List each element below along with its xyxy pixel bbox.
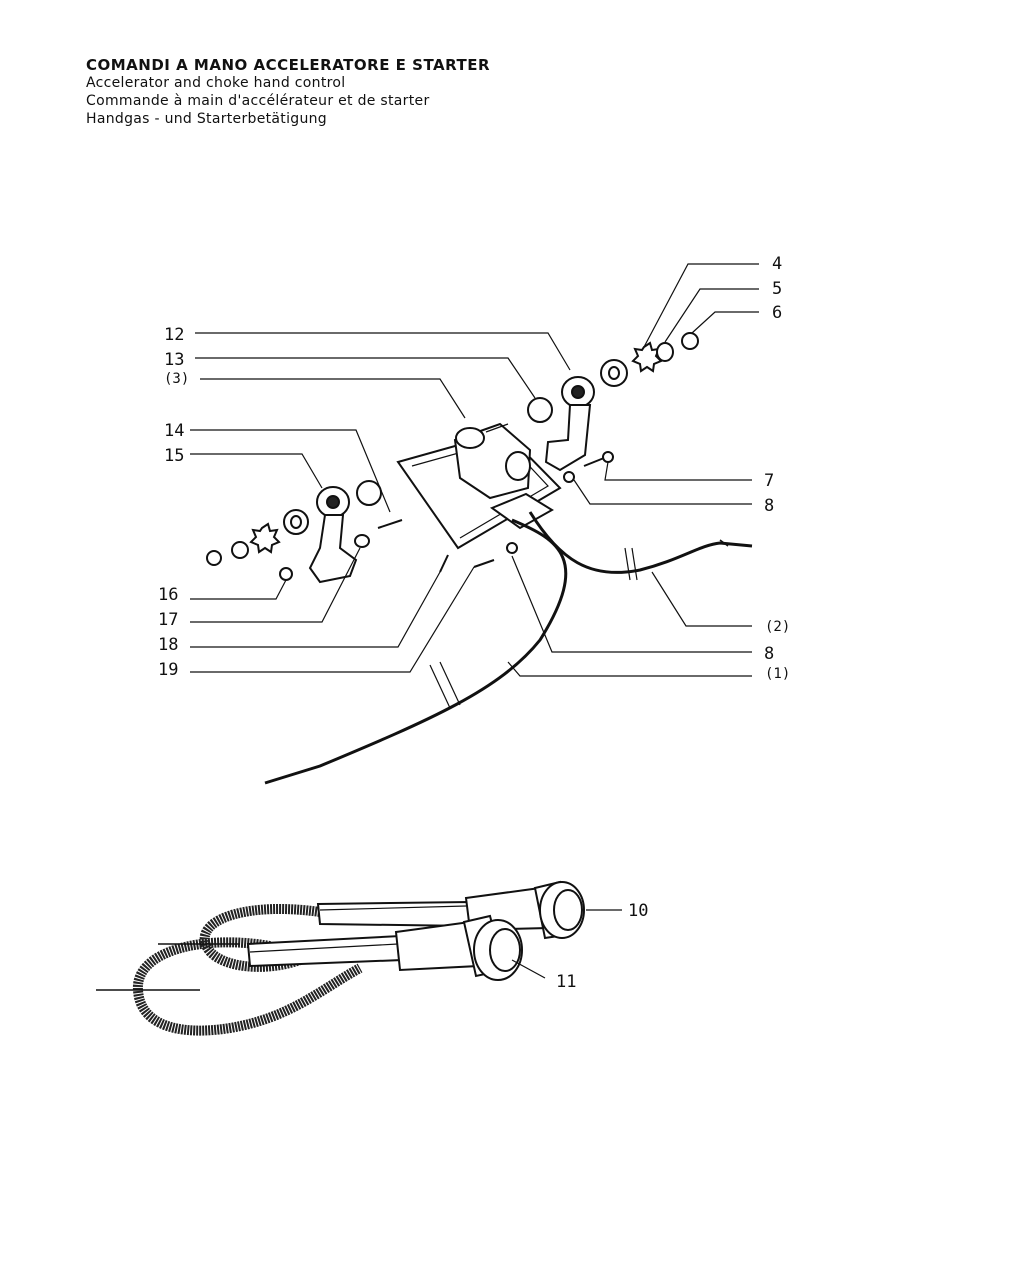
upper-leader-lines bbox=[190, 263, 759, 677]
bracket-boss bbox=[455, 427, 485, 449]
cable-clamp bbox=[489, 492, 554, 530]
callout-3: (3) bbox=[164, 371, 189, 387]
screw-7 bbox=[583, 457, 605, 467]
bracket-hole bbox=[505, 451, 531, 481]
cable-1 bbox=[264, 518, 568, 785]
nut-8-top bbox=[563, 471, 575, 483]
title-italian: COMANDI A MANO ACCELERATORE E STARTER bbox=[86, 56, 491, 74]
callout-8-top: 8 bbox=[764, 496, 774, 516]
callout-1: (1) bbox=[765, 666, 790, 682]
leader-11 bbox=[511, 959, 546, 979]
callout-12: 12 bbox=[164, 325, 184, 345]
washer-5 bbox=[656, 342, 674, 362]
right-lever bbox=[544, 376, 595, 472]
callout-17: 17 bbox=[158, 610, 178, 630]
callout-7: 7 bbox=[764, 471, 774, 491]
screw-19 bbox=[473, 559, 495, 568]
callout-5: 5 bbox=[772, 279, 782, 299]
screw-18 bbox=[439, 554, 449, 573]
callout-11: 11 bbox=[556, 972, 576, 992]
nut-6 bbox=[681, 332, 699, 350]
choke-control-10 bbox=[316, 880, 585, 940]
washer-13 bbox=[527, 397, 553, 423]
spacer-17 bbox=[354, 534, 370, 548]
title-english: Accelerator and choke hand control bbox=[86, 75, 346, 91]
callout-13: 13 bbox=[164, 350, 184, 370]
callout-2: (2) bbox=[765, 619, 790, 635]
nut-8-bottom bbox=[506, 542, 518, 554]
callout-6: 6 bbox=[772, 303, 782, 323]
callout-10: 10 bbox=[628, 901, 648, 921]
washer-left-small bbox=[231, 541, 249, 559]
title-german: Handgas - und Starterbetätigung bbox=[86, 111, 327, 127]
throttle-control-11 bbox=[246, 914, 523, 981]
bolt-14 bbox=[377, 519, 403, 529]
washer-left-big bbox=[356, 480, 382, 506]
nut-16 bbox=[279, 567, 293, 581]
callout-19: 19 bbox=[158, 660, 178, 680]
callout-15: 15 bbox=[164, 446, 184, 466]
left-lever bbox=[308, 486, 358, 584]
nut-left bbox=[206, 550, 222, 566]
upper-assembly bbox=[206, 332, 753, 785]
star-washer-4 bbox=[631, 341, 663, 373]
callout-8-bottom: 8 bbox=[764, 644, 774, 664]
page-header: COMANDI A MANO ACCELERATORE E STARTER Ac… bbox=[86, 56, 490, 128]
star-washer-left bbox=[249, 522, 281, 554]
callout-4: 4 bbox=[772, 254, 782, 274]
title-french: Commande à main d'accélérateur et de sta… bbox=[86, 93, 430, 109]
callout-18: 18 bbox=[158, 635, 178, 655]
hand-controls bbox=[96, 880, 585, 1036]
callout-16: 16 bbox=[158, 585, 178, 605]
hose-loop-2 bbox=[132, 937, 363, 1036]
callout-14: 14 bbox=[164, 421, 184, 441]
